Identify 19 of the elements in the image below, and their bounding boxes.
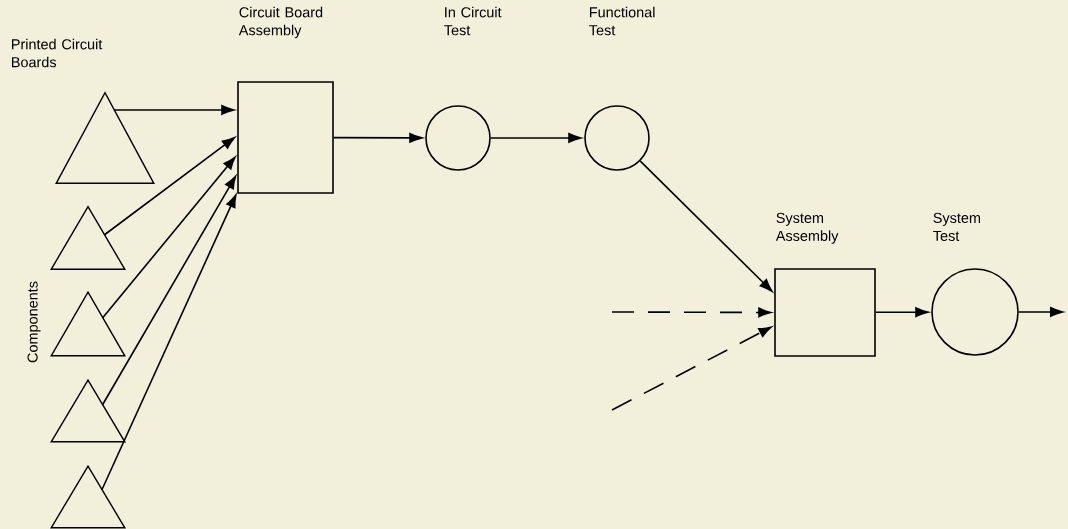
arrow [101, 175, 237, 406]
node-label: In Circuit Test [444, 6, 502, 36]
arrow [101, 194, 237, 491]
arrow [639, 160, 773, 292]
node-label: Circuit Board Assembly [238, 6, 323, 39]
dashed-arrow [611, 326, 772, 411]
arrow [113, 105, 235, 115]
group-label: Components [27, 281, 41, 363]
arrow [101, 156, 236, 319]
arrow [103, 136, 236, 236]
arrow [333, 132, 423, 143]
arrow [1018, 307, 1064, 317]
dashed-arrow [611, 307, 772, 318]
node-label: System Assembly [775, 212, 839, 244]
arrow [875, 307, 929, 318]
node-label: System Test [933, 212, 980, 241]
node-label: Printed Circuit Boards [12, 38, 103, 68]
node-label: Functional Test [589, 6, 655, 36]
arrow [490, 133, 582, 143]
